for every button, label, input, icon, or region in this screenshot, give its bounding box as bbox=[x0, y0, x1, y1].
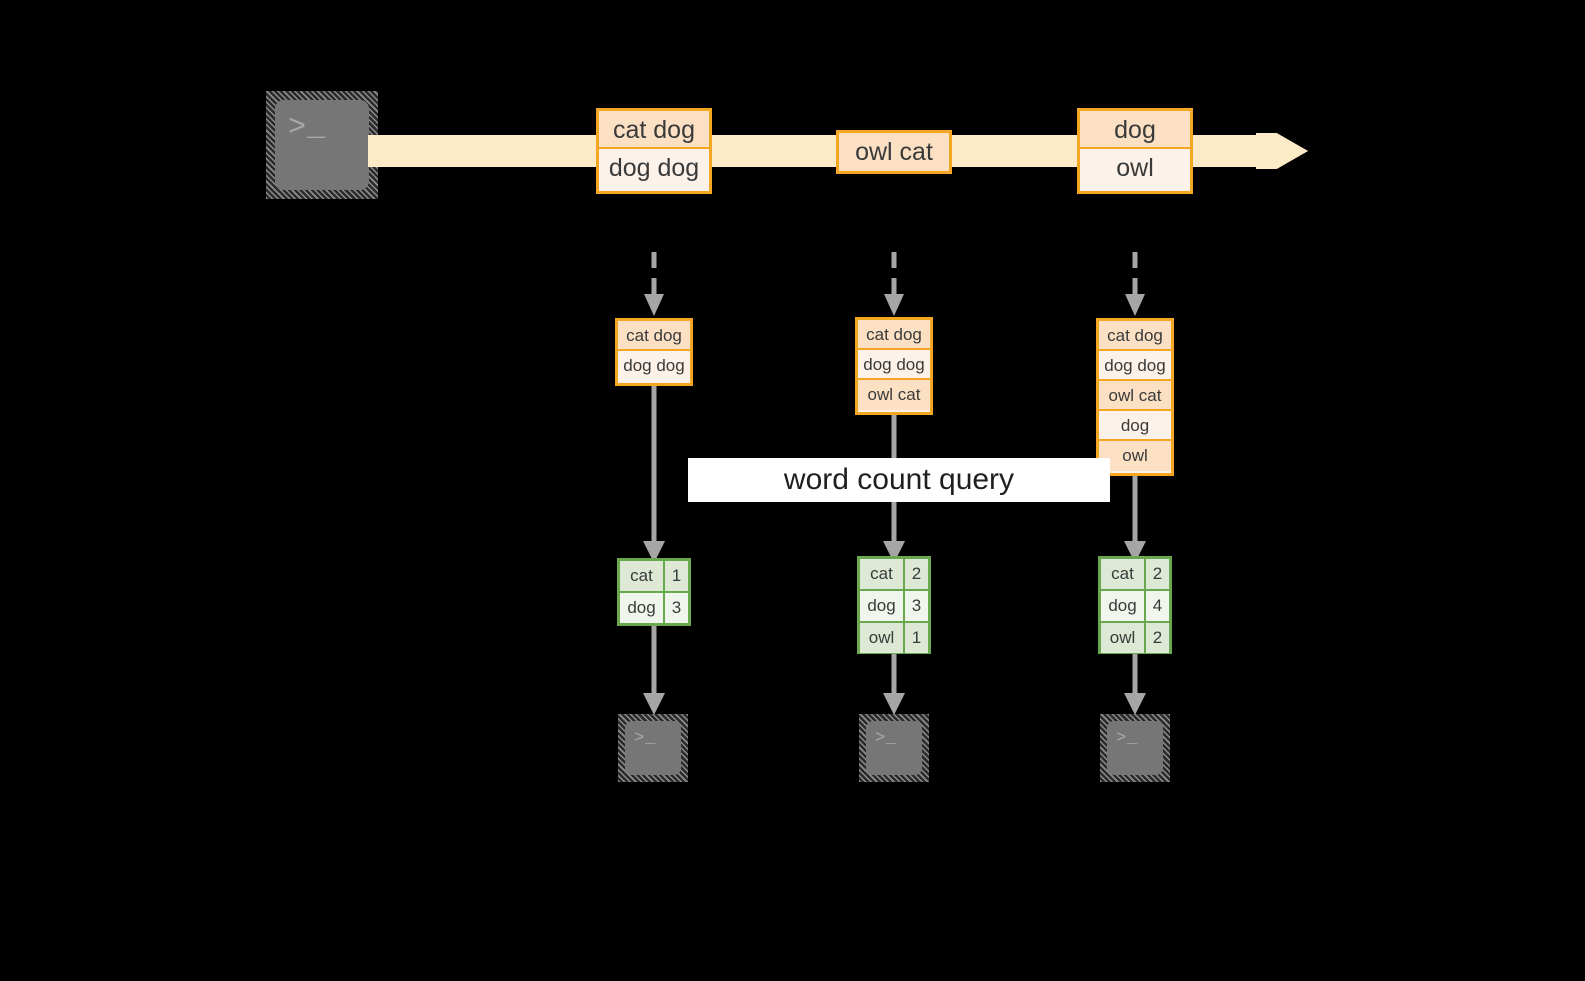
stream-record: owl cat bbox=[839, 133, 949, 171]
result-count: 1 bbox=[911, 628, 922, 647]
table-row: cat 1 bbox=[620, 561, 688, 593]
dashed-connector-2 bbox=[880, 252, 908, 320]
terminal-screen: >_ bbox=[625, 721, 681, 775]
input-row: dog dog bbox=[1099, 351, 1171, 381]
terminal-prompt-glyph: >_ bbox=[633, 728, 657, 748]
table-row: cat 2 bbox=[860, 559, 928, 591]
result-word: dog bbox=[1101, 591, 1146, 621]
input-row: dog dog bbox=[858, 350, 930, 380]
stream-record: dog bbox=[1080, 111, 1190, 149]
result-count: 2 bbox=[911, 564, 922, 583]
snapshot-3-input-stack: cat dog dog dog owl cat dog owl bbox=[1096, 318, 1174, 476]
stream-record: cat dog bbox=[599, 111, 709, 149]
snapshot-3-result-table: cat 2 dog 4 owl 2 bbox=[1098, 556, 1172, 654]
snapshot-2-input-stack: cat dog dog dog owl cat bbox=[855, 317, 933, 415]
stream-group-2: owl cat bbox=[836, 130, 952, 174]
terminal-screen: >_ bbox=[275, 100, 369, 190]
result-word: owl bbox=[1101, 623, 1146, 653]
input-row: owl bbox=[1099, 441, 1171, 471]
input-row: dog dog bbox=[618, 351, 690, 381]
snapshot-1-sink-terminal-icon: >_ bbox=[618, 714, 688, 782]
result-word: cat bbox=[1101, 559, 1146, 589]
query-label: word count query bbox=[783, 463, 1015, 496]
result-word: owl bbox=[860, 623, 905, 653]
result-count: 4 bbox=[1152, 596, 1163, 615]
result-word: dog bbox=[620, 593, 665, 623]
terminal-prompt-glyph: >_ bbox=[288, 110, 327, 145]
snapshot-3-sink-terminal-icon: >_ bbox=[1100, 714, 1170, 782]
input-row: owl cat bbox=[858, 380, 930, 410]
input-row: owl cat bbox=[1099, 381, 1171, 411]
query-connector-3 bbox=[1121, 476, 1149, 564]
terminal-prompt-glyph: >_ bbox=[874, 728, 898, 748]
input-row: cat dog bbox=[1099, 321, 1171, 351]
result-count: 3 bbox=[671, 598, 682, 617]
result-count: 2 bbox=[1152, 564, 1163, 583]
input-row: cat dog bbox=[858, 320, 930, 350]
snapshot-2-result-table: cat 2 dog 3 owl 1 bbox=[857, 556, 931, 654]
query-label-band: word count query bbox=[688, 458, 1110, 502]
result-count: 2 bbox=[1152, 628, 1163, 647]
dashed-connector-1 bbox=[640, 252, 668, 320]
stream-record: owl bbox=[1080, 149, 1190, 187]
sink-connector-3 bbox=[1121, 654, 1149, 716]
stream-group-3: dog owl bbox=[1077, 108, 1193, 194]
input-row: cat dog bbox=[618, 321, 690, 351]
input-row: dog bbox=[1099, 411, 1171, 441]
query-connector-1 bbox=[640, 386, 668, 564]
stream-group-1: cat dog dog dog bbox=[596, 108, 712, 194]
stream-record: dog dog bbox=[599, 149, 709, 187]
terminal-screen: >_ bbox=[1107, 721, 1163, 775]
result-word: dog bbox=[860, 591, 905, 621]
table-row: owl 2 bbox=[1101, 623, 1169, 653]
sink-connector-1 bbox=[640, 626, 668, 716]
source-terminal-icon: >_ bbox=[266, 91, 378, 199]
terminal-screen: >_ bbox=[866, 721, 922, 775]
table-row: dog 4 bbox=[1101, 591, 1169, 623]
terminal-prompt-glyph: >_ bbox=[1115, 728, 1139, 748]
table-row: owl 1 bbox=[860, 623, 928, 653]
result-word: cat bbox=[620, 561, 665, 591]
dashed-connector-3 bbox=[1121, 252, 1149, 320]
snapshot-1-result-table: cat 1 dog 3 bbox=[617, 558, 691, 626]
table-row: cat 2 bbox=[1101, 559, 1169, 591]
result-count: 3 bbox=[911, 596, 922, 615]
snapshot-1-input-stack: cat dog dog dog bbox=[615, 318, 693, 386]
result-count: 1 bbox=[671, 566, 682, 585]
sink-connector-2 bbox=[880, 654, 908, 716]
snapshot-2-sink-terminal-icon: >_ bbox=[859, 714, 929, 782]
table-row: dog 3 bbox=[860, 591, 928, 623]
table-row: dog 3 bbox=[620, 593, 688, 623]
result-word: cat bbox=[860, 559, 905, 589]
